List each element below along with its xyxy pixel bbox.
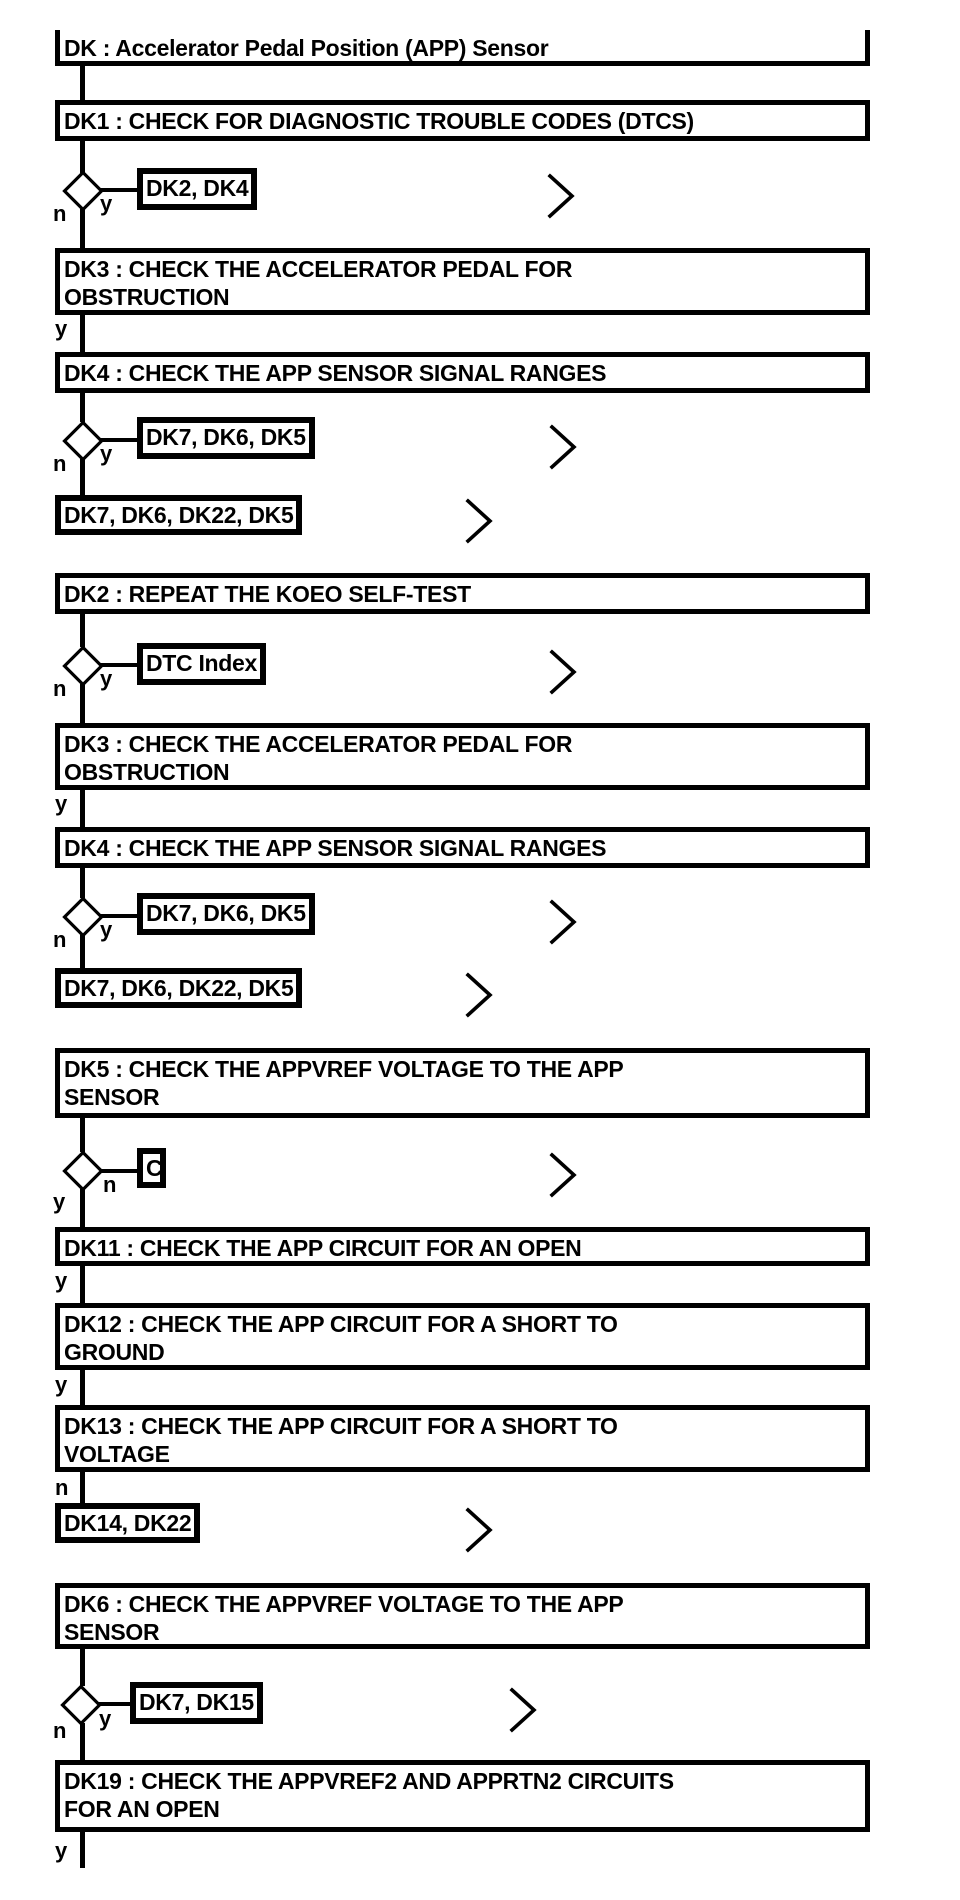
step-text: DK1 : CHECK FOR DIAGNOSTIC TROUBLE CODES… — [64, 108, 694, 134]
yes-label: y — [100, 191, 113, 216]
chevron-right-icon[interactable] — [548, 423, 578, 471]
no-label: n — [55, 1475, 69, 1500]
step-text: DK2 : REPEAT THE KOEO SELF-TEST — [64, 581, 471, 607]
flow-line — [80, 209, 85, 250]
link-box-dk7-dk6-dk5[interactable]: DK7, DK6, DK5 — [137, 893, 315, 935]
link-box-dk7-dk6-dk22-dk5[interactable]: DK7, DK6, DK22, DK5 — [55, 968, 303, 1008]
step-text: SENSOR — [64, 1084, 160, 1110]
flow-line — [100, 188, 138, 192]
decision-diamond-icon — [62, 1150, 104, 1192]
yes-label: y — [55, 1268, 68, 1293]
step-text: DK5 : CHECK THE APPVREF VOLTAGE TO THE A… — [64, 1056, 624, 1082]
step-box-dk3: DK3 : CHECK THE ACCELERATOR PEDAL FOR OB… — [55, 248, 870, 315]
flow-line — [80, 684, 85, 723]
flow-line — [80, 1189, 85, 1229]
yes-label: y — [100, 441, 113, 466]
yes-label: y — [55, 791, 68, 816]
step-box-dk1: DK1 : CHECK FOR DIAGNOSTIC TROUBLE CODES… — [55, 100, 870, 141]
flow-line — [80, 315, 85, 354]
step-box-dk4: DK4 : CHECK THE APP SENSOR SIGNAL RANGES — [55, 352, 870, 393]
step-box-dk11: DK11 : CHECK THE APP CIRCUIT FOR AN OPEN — [55, 1227, 870, 1266]
step-box-dk19: DK19 : CHECK THE APPVREF2 AND APPRTN2 CI… — [55, 1760, 870, 1832]
decision-diamond-icon — [62, 420, 104, 462]
flow-line — [80, 1649, 85, 1686]
step-text: DK3 : CHECK THE ACCELERATOR PEDAL FOR — [64, 256, 573, 282]
chevron-right-icon[interactable] — [546, 172, 576, 220]
no-label: n — [103, 1172, 117, 1197]
link-box-dk2-dk4[interactable]: DK2, DK4 — [137, 168, 258, 210]
no-label: n — [53, 451, 67, 476]
step-text: DK11 : CHECK THE APP CIRCUIT FOR AN OPEN — [64, 1235, 582, 1261]
step-box-dk2: DK2 : REPEAT THE KOEO SELF-TEST — [55, 573, 870, 614]
step-text: DK19 : CHECK THE APPVREF2 AND APPRTN2 CI… — [64, 1768, 674, 1794]
yes-label: y — [99, 1706, 112, 1731]
step-text: OBSTRUCTION — [64, 284, 230, 310]
yes-label: y — [100, 917, 113, 942]
step-text: OBSTRUCTION — [64, 759, 230, 785]
no-label: n — [53, 1718, 67, 1743]
step-box-dk6: DK6 : CHECK THE APPVREF VOLTAGE TO THE A… — [55, 1583, 870, 1649]
link-box-c[interactable]: C — [137, 1148, 166, 1188]
step-box-dk4: DK4 : CHECK THE APP SENSOR SIGNAL RANGES — [55, 827, 870, 868]
step-text: DK12 : CHECK THE APP CIRCUIT FOR A SHORT… — [64, 1311, 618, 1337]
chevron-right-icon[interactable] — [548, 898, 578, 946]
step-box-dk13: DK13 : CHECK THE APP CIRCUIT FOR A SHORT… — [55, 1405, 870, 1472]
step-text: DK4 : CHECK THE APP SENSOR SIGNAL RANGES — [64, 835, 607, 861]
step-box-dk3: DK3 : CHECK THE ACCELERATOR PEDAL FOR OB… — [55, 723, 870, 790]
chevron-right-icon[interactable] — [464, 497, 494, 545]
flow-line — [80, 1266, 85, 1305]
decision-diamond-icon — [62, 170, 104, 212]
flow-line — [80, 790, 85, 829]
flow-line — [80, 459, 85, 497]
link-box-dtc-index[interactable]: DTC Index — [137, 643, 267, 685]
no-label: n — [53, 676, 67, 701]
flow-line — [80, 935, 85, 968]
step-text: GROUND — [64, 1339, 165, 1365]
step-text: DK13 : CHECK THE APP CIRCUIT FOR A SHORT… — [64, 1413, 618, 1439]
flow-line — [80, 141, 85, 173]
no-label: n — [53, 927, 67, 952]
flow-line — [80, 1723, 85, 1760]
step-text: DK4 : CHECK THE APP SENSOR SIGNAL RANGES — [64, 360, 607, 386]
step-box-dk5: DK5 : CHECK THE APPVREF VOLTAGE TO THE A… — [55, 1048, 870, 1118]
link-box-dk7-dk6-dk22-dk5[interactable]: DK7, DK6, DK22, DK5 — [55, 495, 303, 535]
flow-line — [80, 1832, 85, 1868]
flow-line — [100, 1169, 138, 1173]
flow-line — [80, 66, 85, 103]
link-box-dk7-dk6-dk5[interactable]: DK7, DK6, DK5 — [137, 417, 315, 459]
link-box-dk14-dk22[interactable]: DK14, DK22 — [55, 1503, 201, 1543]
flow-line — [80, 614, 85, 647]
yes-label: y — [55, 1372, 68, 1397]
yes-label: y — [55, 1838, 68, 1863]
chevron-right-icon[interactable] — [548, 1151, 578, 1199]
step-box-dk12: DK12 : CHECK THE APP CIRCUIT FOR A SHORT… — [55, 1303, 870, 1370]
chevron-right-icon[interactable] — [464, 971, 494, 1019]
step-text: VOLTAGE — [64, 1441, 170, 1467]
decision-diamond-icon — [62, 645, 104, 687]
step-text: DK3 : CHECK THE ACCELERATOR PEDAL FOR — [64, 731, 573, 757]
flow-line — [80, 1118, 85, 1152]
flow-line — [100, 438, 138, 442]
decision-diamond-icon — [62, 896, 104, 938]
flow-line — [80, 868, 85, 898]
flow-line — [80, 393, 85, 422]
flowchart-title: DK : Accelerator Pedal Position (APP) Se… — [64, 35, 549, 61]
yes-label: y — [100, 666, 113, 691]
flow-line — [98, 1702, 131, 1706]
step-text: FOR AN OPEN — [64, 1796, 220, 1822]
flow-line — [100, 914, 138, 918]
flowchart-title-box: DK : Accelerator Pedal Position (APP) Se… — [55, 30, 870, 66]
flow-line — [80, 1472, 85, 1505]
chevron-right-icon[interactable] — [464, 1506, 494, 1554]
no-label: n — [53, 201, 67, 226]
chevron-right-icon[interactable] — [548, 648, 578, 696]
step-text: DK6 : CHECK THE APPVREF VOLTAGE TO THE A… — [64, 1591, 624, 1617]
chevron-right-icon[interactable] — [508, 1686, 538, 1734]
link-box-dk7-dk15[interactable]: DK7, DK15 — [130, 1682, 263, 1724]
step-text: SENSOR — [64, 1619, 160, 1645]
yes-label: y — [53, 1189, 66, 1214]
yes-label: y — [55, 316, 68, 341]
flow-line — [100, 663, 138, 667]
flow-line — [80, 1370, 85, 1407]
